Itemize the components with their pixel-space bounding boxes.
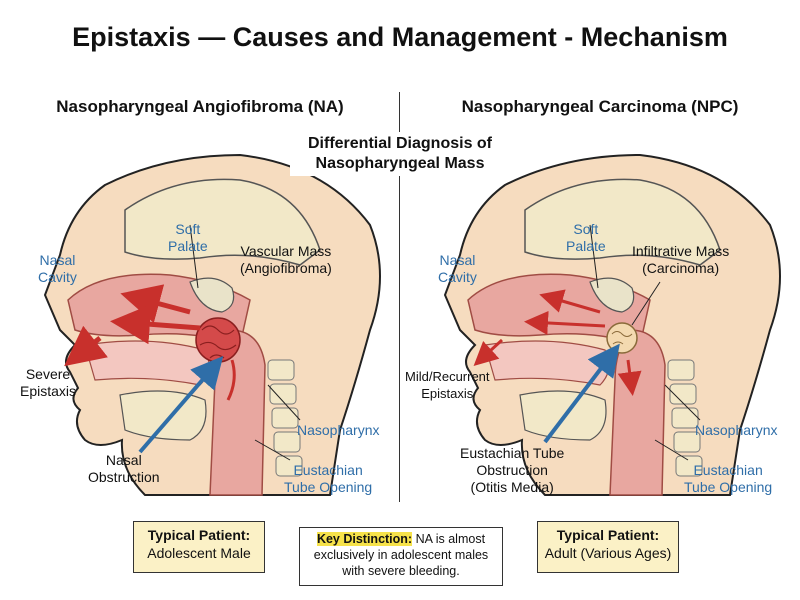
right-infiltrative-mass (606, 322, 638, 354)
left-typical-patient-box: Typical Patient: Adolescent Male (133, 521, 265, 573)
left-patient-label: Typical Patient: (147, 527, 251, 543)
left-red-arrows (64, 284, 201, 367)
right-panel-title: Nasopharyngeal Carcinoma (NPC) (461, 97, 739, 116)
left-blue-arrow (138, 355, 224, 454)
center-title: Differential Diagnosis of Nasopharyngeal… (290, 132, 510, 176)
right-nasopharynx-label: Nasopharynx (695, 422, 778, 438)
left-palate-bone (189, 277, 235, 313)
left-leader-lines (189, 224, 301, 461)
right-patient-value: Adult (Various Ages) (544, 545, 672, 561)
right-red-arrows (473, 289, 642, 396)
right-blue-arrow (543, 343, 620, 444)
left-panel-title: Nasopharyngeal Angiofibroma (NA) (56, 97, 344, 116)
left-head-diagram (43, 153, 381, 496)
right-pharynx (609, 329, 666, 496)
right-mass-label: Infiltrative Mass(Carcinoma) (632, 243, 730, 276)
right-leader-lines (589, 224, 701, 461)
left-skull-base (124, 178, 321, 266)
right-palate-bone (589, 277, 635, 313)
panel-divider (399, 92, 400, 502)
left-mass-label: Vascular Mass(Angiofibroma) (240, 243, 332, 276)
right-head-diagram (443, 153, 781, 496)
left-vertebrae (267, 359, 303, 477)
left-patient-value: Adolescent Male (147, 545, 251, 561)
left-nasopharynx-label: Nasopharynx (297, 422, 380, 438)
page-title: Epistaxis — Causes and Management - Mech… (72, 22, 728, 52)
right-skull-base (524, 178, 721, 266)
left-vascular-mass (195, 317, 241, 401)
right-typical-patient-box: Typical Patient: Adult (Various Ages) (537, 521, 679, 573)
right-vertebrae (667, 359, 703, 477)
right-patient-label: Typical Patient: (556, 527, 660, 543)
left-jaw-bone (119, 390, 207, 441)
right-oral-tongue (484, 340, 610, 386)
left-oral-tongue (84, 340, 210, 386)
key-distinction-label: Key Distinction: (316, 532, 413, 546)
key-distinction-box: Key Distinction: NA is almost exclusivel… (299, 527, 503, 586)
